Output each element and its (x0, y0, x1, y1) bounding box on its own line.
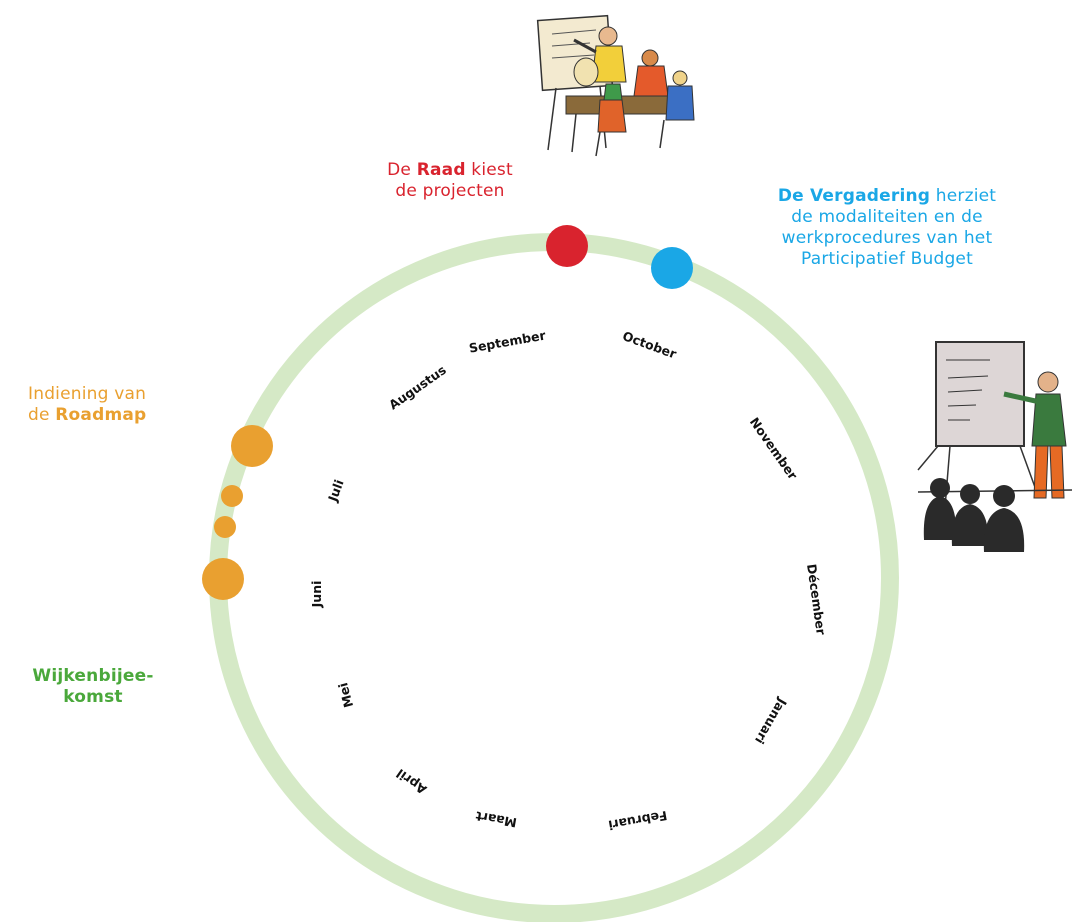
vergadering-line3: werkprocedures van het (781, 228, 993, 248)
wijk-line1: Wijkenbijee- (32, 666, 154, 686)
wijk-line2: komst (63, 687, 123, 707)
roadmap-line1: Indiening van (28, 384, 147, 404)
vergadering-line2: de modaliteiten en de (791, 207, 983, 227)
roadmap-bold2: Roadmap (55, 405, 147, 425)
raad-bold: Raad (416, 160, 466, 180)
roadmap-milestone-dot (231, 425, 273, 467)
month-label: Maart (474, 808, 517, 830)
raad-post: kiest (465, 160, 513, 180)
roadmap-small-dot (214, 516, 236, 538)
month-label: April (393, 766, 429, 797)
vergadering-label: De Vergadering herziet de modaliteiten e… (742, 186, 1032, 270)
vergadering-post: herziet (930, 186, 997, 206)
month-label: Juli (325, 478, 347, 505)
month-label: Décember (804, 563, 829, 637)
roadmap-pre2: de (28, 405, 56, 425)
month-label: Juni (309, 581, 324, 609)
raad-pre: De (387, 160, 417, 180)
month-label: September (468, 327, 548, 355)
roadmap-label: Indiening van de Roadmap (28, 384, 198, 426)
raad-label: De Raad kiest de projecten (362, 160, 538, 202)
year-cycle-ring (209, 233, 899, 922)
raad-line2: de projecten (395, 181, 505, 201)
team-meeting-illustration (536, 14, 695, 157)
vergadering-milestone-dot (651, 247, 693, 289)
month-label: Augustus (386, 362, 449, 412)
month-label: Januari (752, 695, 790, 746)
presenter-illustration (917, 341, 1072, 552)
month-label: October (621, 328, 680, 362)
raad-milestone-dot (546, 225, 588, 267)
vergadering-bold: De Vergadering (777, 186, 931, 206)
vergadering-line4: Participatief Budget (801, 249, 973, 269)
month-label: November (747, 415, 801, 484)
wijk-milestone-dot (202, 558, 244, 600)
roadmap-small-dot (221, 485, 243, 507)
month-label: Februari (607, 808, 668, 833)
wijkenbijeenkomst-label: Wijkenbijee- komst (8, 666, 178, 708)
month-label: Mei (335, 681, 356, 709)
